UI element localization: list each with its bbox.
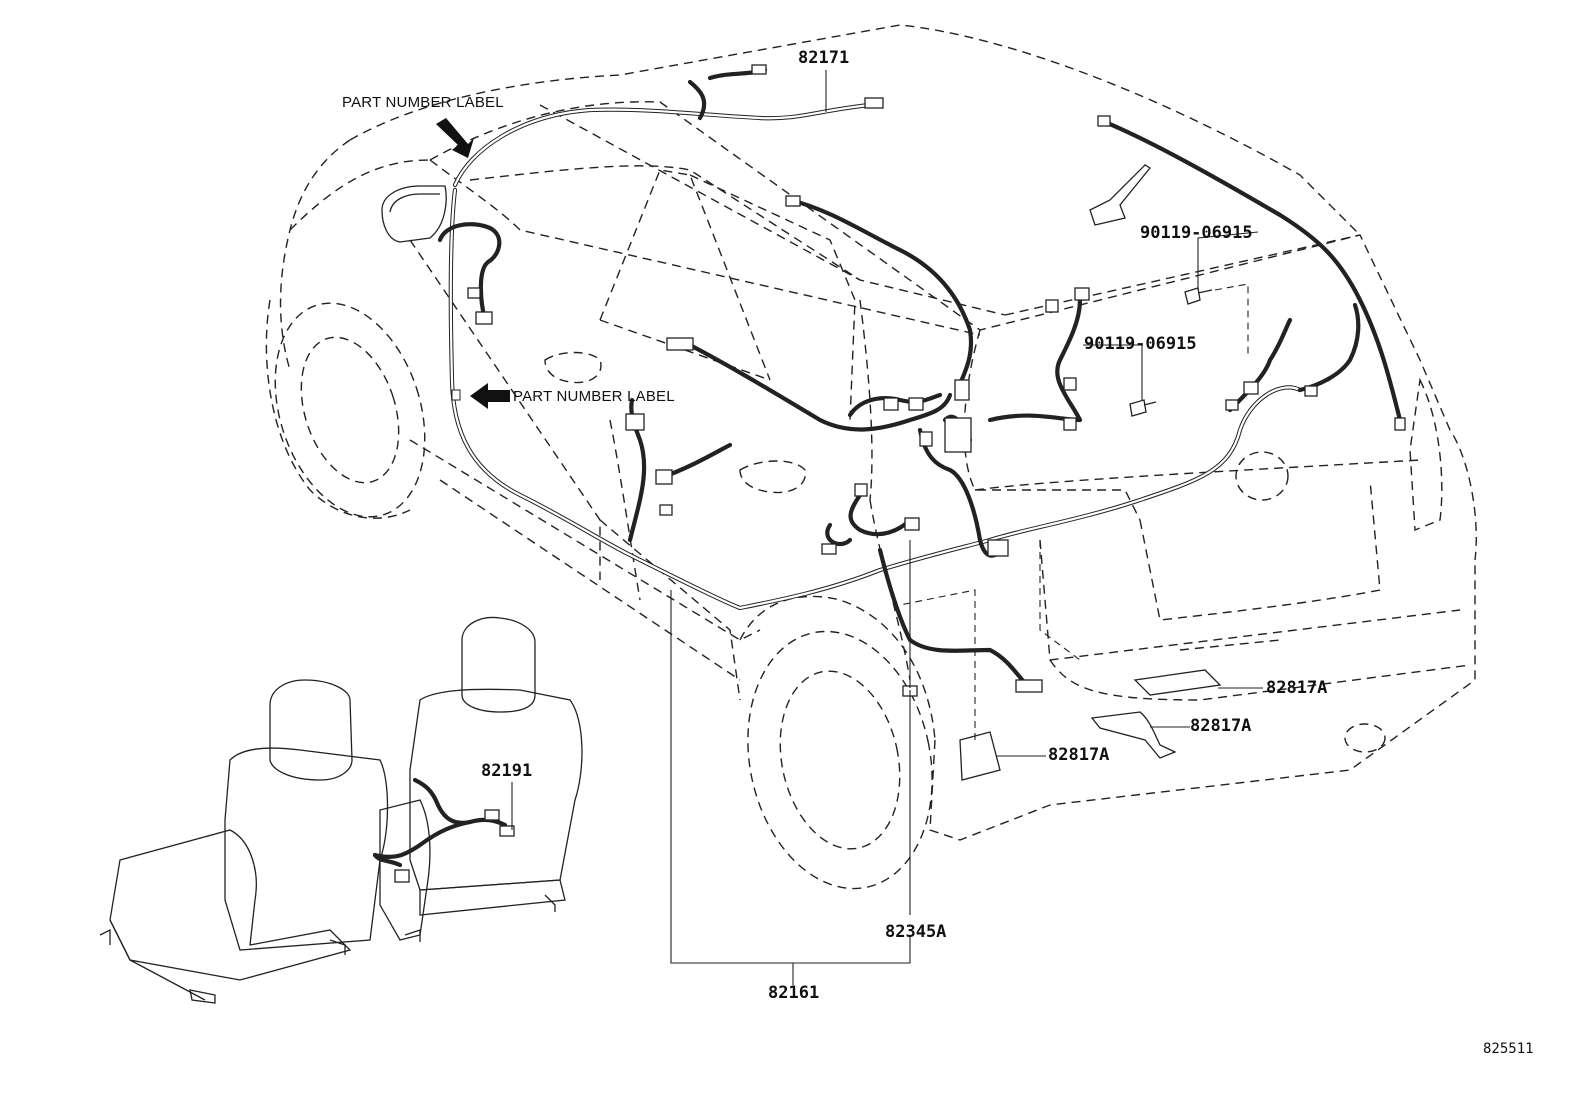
part-82817A-label-3: 82817A — [1048, 745, 1110, 765]
part-82345A-label: 82345A — [885, 922, 947, 942]
part-82817A-label-1: 82817A — [1266, 678, 1328, 698]
floor-harness-82161 — [437, 187, 1361, 697]
part-number-label-arrows — [436, 118, 510, 409]
part-82171-label: 82171 — [798, 48, 850, 68]
seats-inset — [99, 616, 583, 1004]
bolts-90119-06915 — [1129, 287, 1213, 417]
pads-82817A — [959, 669, 1222, 781]
vehicle-body-outline — [265, 24, 1477, 890]
diagram-id: 825511 — [1483, 1041, 1534, 1057]
part-number-label-top: PART NUMBER LABEL — [342, 94, 504, 111]
antenna-icon — [1089, 164, 1151, 226]
part-90119-lower-label: 90119-06915 — [1084, 334, 1197, 354]
part-number-label-middle: PART NUMBER LABEL — [513, 388, 675, 405]
part-82161-label: 82161 — [768, 983, 820, 1003]
leader-lines — [511, 70, 1263, 985]
part-82817A-label-2: 82817A — [1190, 716, 1252, 736]
side-mirror-icon — [381, 185, 447, 243]
part-82191-label: 82191 — [481, 761, 533, 781]
part-90119-upper-label: 90119-06915 — [1140, 223, 1253, 243]
roof-harness-82171 — [452, 64, 1406, 431]
